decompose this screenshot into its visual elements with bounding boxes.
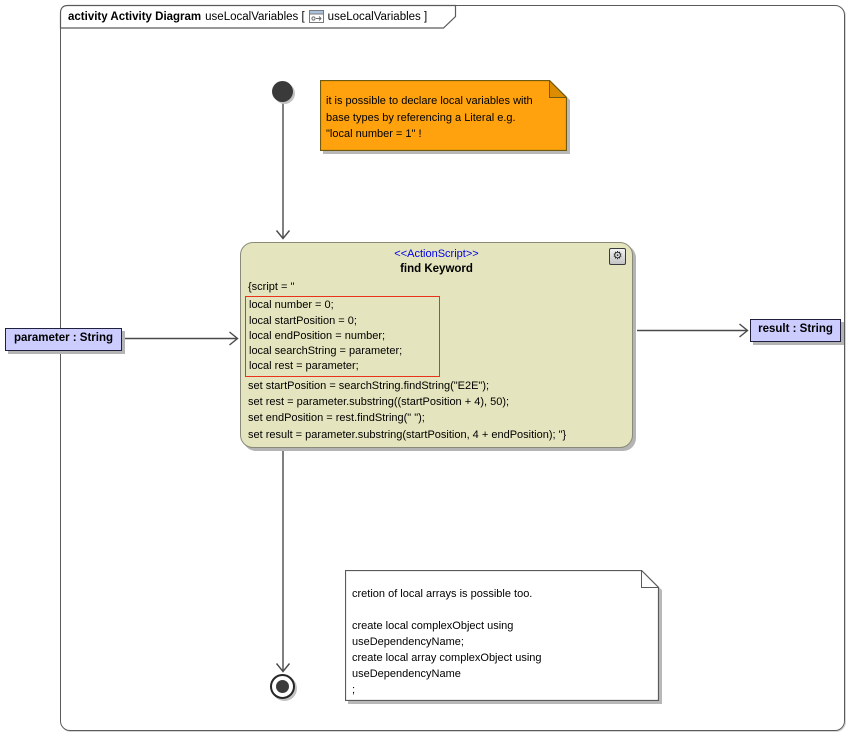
note-local-variables[interactable]: it is possible to declare local variable… <box>320 80 567 151</box>
activity-diagram-icon <box>308 10 324 23</box>
activity-final-node[interactable] <box>270 674 295 699</box>
note-text: cretion of local arrays is possible too.… <box>352 588 542 696</box>
script-line: set startPosition = searchString.findStr… <box>248 379 490 392</box>
action-script: {script = " local number = 0; local star… <box>241 279 632 443</box>
script-line: local searchString = parameter; <box>249 345 403 358</box>
action-node-find-keyword[interactable]: <<ActionScript>> find Keyword ⚙ {script … <box>240 242 633 448</box>
action-name: find Keyword <box>400 263 473 275</box>
script-highlight-box: local number = 0; local startPosition = … <box>245 296 440 377</box>
script-line: local rest = parameter; <box>249 360 359 373</box>
note-shape <box>345 570 659 701</box>
gear-icon: ⚙ <box>609 248 626 265</box>
frame-name-label: useLocalVariables [ <box>205 10 305 23</box>
note-text: it is possible to declare local variable… <box>326 95 533 140</box>
parameter-pin-output[interactable]: result : String <box>750 319 841 342</box>
script-line: local number = 0; <box>249 299 334 312</box>
action-stereotype: <<ActionScript>> <box>394 248 479 260</box>
note-fold-corner <box>641 570 659 588</box>
script-line: {script = " <box>248 281 295 293</box>
initial-node[interactable] <box>272 81 293 102</box>
script-line: set rest = parameter.substring((startPos… <box>248 396 510 409</box>
frame-heading: activity Activity Diagram useLocalVariab… <box>68 9 427 24</box>
note-shape <box>320 80 567 151</box>
parameter-pin-input[interactable]: parameter : String <box>5 328 122 351</box>
frame-ref-label: useLocalVariables ] <box>327 10 428 23</box>
final-node-dot <box>276 680 289 693</box>
frame-kind-label: activity Activity Diagram <box>68 10 202 23</box>
script-line: set result = parameter.substring(startPo… <box>248 428 567 441</box>
note-fold-corner <box>549 80 567 98</box>
script-line: set endPosition = rest.findString(" "); <box>248 412 425 425</box>
script-line: local endPosition = number; <box>249 329 386 342</box>
script-line: local startPosition = 0; <box>249 314 357 327</box>
note-local-arrays[interactable]: cretion of local arrays is possible too.… <box>345 570 659 701</box>
